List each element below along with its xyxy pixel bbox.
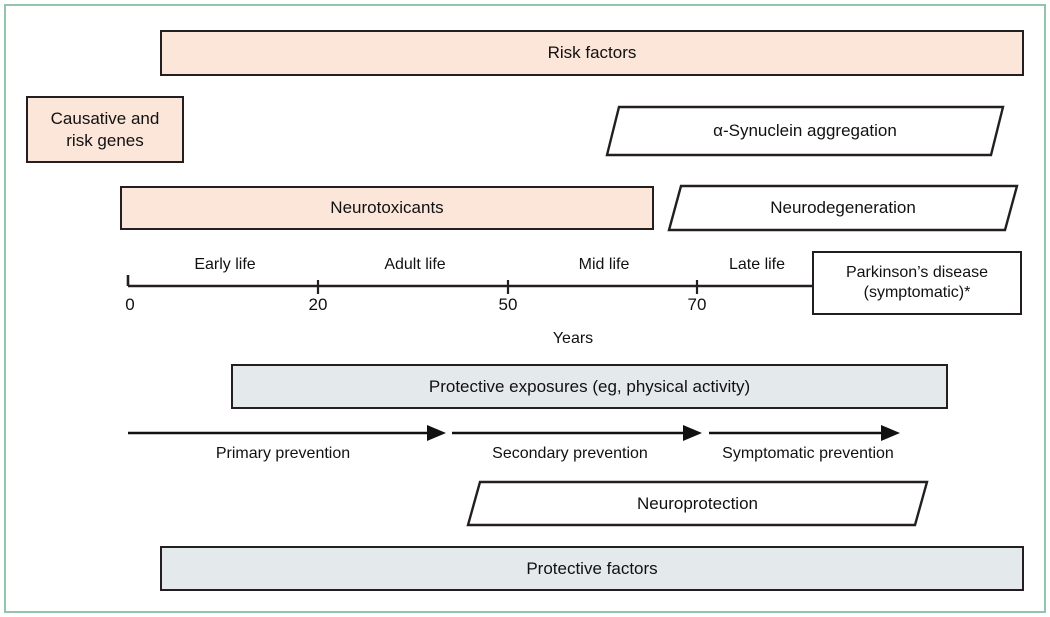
axis-era-mid-life: Mid life [578,256,630,273]
axis-era-early-life: Early life [194,256,256,273]
axis-era-late-life: Late life [728,256,786,273]
protective-factors-label: Protective factors [526,558,658,578]
protective-factors-bar: Protective factors [160,546,1024,591]
neurodegeneration-label: Neurodegeneration [770,198,916,217]
parkinsons-disease-box: Parkinson’s disease (symptomatic)* [812,251,1022,315]
axis-era-adult-life: Adult life [384,256,446,273]
axis-tick-0: 0 [125,295,135,314]
alpha-synuclein-aggregation-shape: α-Synuclein aggregation [605,105,1005,157]
parkinsons-disease-label: Parkinson’s disease (symptomatic)* [845,264,988,301]
prevention-label-symptomatic: Symptomatic prevention [722,445,894,462]
causative-and-risk-genes-label: Causative and risk genes [50,109,160,150]
risk-factors-label: Risk factors [547,43,637,63]
axis-tick-50: 50 [498,295,518,314]
axis-tick-20: 20 [308,295,328,314]
prevention-label-primary: Primary prevention [215,445,351,462]
causative-and-risk-genes-box: Causative and risk genes [26,96,184,163]
neurodegeneration-shape: Neurodegeneration [667,184,1019,232]
axis-tick-70: 70 [687,295,707,314]
protective-exposures-label: Protective exposures (eg, physical activ… [428,376,751,396]
prevention-label-secondary: Secondary prevention [492,445,648,462]
axis-title-years: Years [552,330,594,347]
neurotoxicants-label: Neurotoxicants [330,198,444,218]
neurotoxicants-bar: Neurotoxicants [120,186,654,230]
alpha-synuclein-aggregation-label: α-Synuclein aggregation [713,121,897,140]
neuroprotection-shape: Neuroprotection [466,480,929,527]
protective-exposures-bar: Protective exposures (eg, physical activ… [231,364,948,409]
risk-factors-bar: Risk factors [160,30,1024,76]
neuroprotection-label: Neuroprotection [637,493,758,513]
